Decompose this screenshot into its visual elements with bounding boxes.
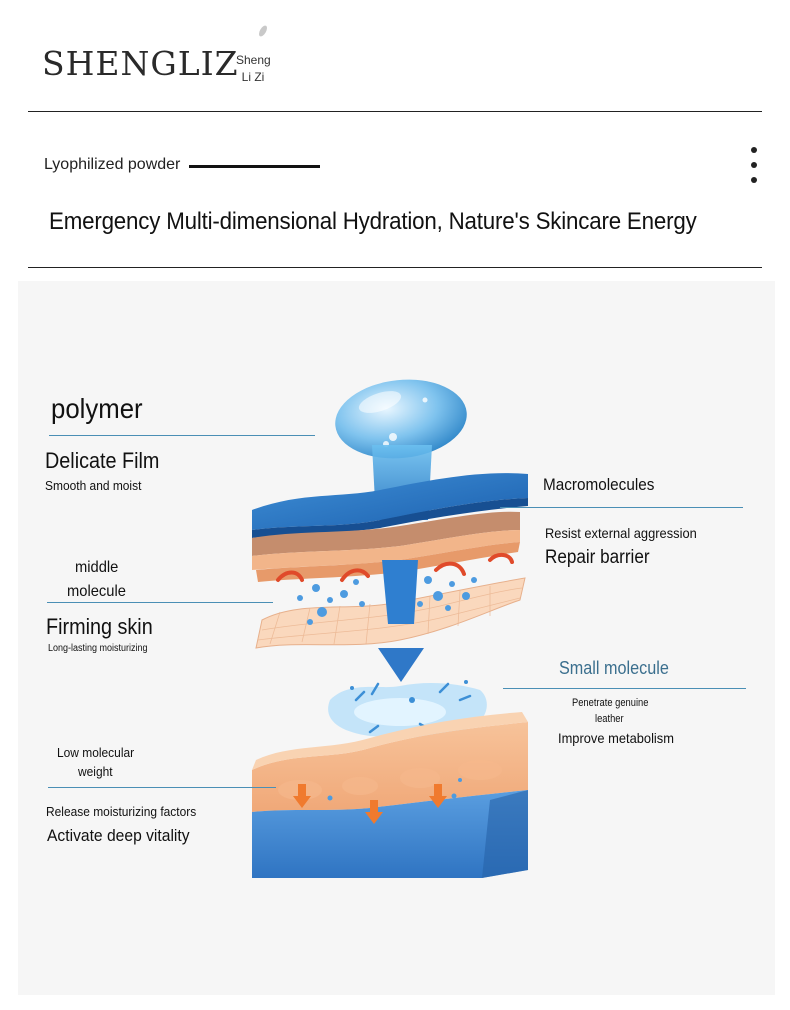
rule-middle-molecule xyxy=(47,602,273,603)
header-divider-top xyxy=(28,111,762,112)
release-arrows xyxy=(293,784,447,824)
logo-leaf-icon xyxy=(259,25,267,37)
label-firming-skin: Firming skin xyxy=(46,614,153,639)
header-divider-bottom xyxy=(28,267,762,268)
label-repair: Repair barrier xyxy=(545,547,650,568)
category-label: Lyophilized powder xyxy=(44,156,181,173)
rule-polymer xyxy=(49,435,315,436)
hydration-beam-middle xyxy=(382,560,418,624)
down-arrow-icon xyxy=(378,648,424,682)
more-menu-icon[interactable] xyxy=(748,144,762,186)
label-low-line2: weight xyxy=(78,764,113,779)
rule-small-molecule xyxy=(503,688,746,689)
logo-sub-line2: Li Zi xyxy=(241,70,265,84)
small-bubbles xyxy=(327,778,462,801)
page-headline: Emergency Multi-dimensional Hydration, N… xyxy=(49,208,697,235)
label-activate: Activate deep vitality xyxy=(47,826,190,845)
label-long-lasting: Long-lasting moisturizing xyxy=(48,643,148,654)
brand-logo-subtitle: Sheng Li Zi xyxy=(236,52,271,86)
label-improve: Improve metabolism xyxy=(558,730,674,746)
category-underline xyxy=(189,165,320,168)
brand-logo: SHENGLIZ xyxy=(42,44,239,83)
circulation-arrows xyxy=(276,553,514,582)
label-small-molecule: Small molecule xyxy=(559,658,669,678)
label-penetrate-line2: leather xyxy=(595,713,624,725)
rule-low-molecular xyxy=(48,787,276,788)
label-release: Release moisturizing factors xyxy=(46,804,197,819)
label-delicate-film: Delicate Film xyxy=(45,448,160,473)
label-polymer: polymer xyxy=(51,393,143,424)
label-middle-line2: molecule xyxy=(67,583,126,600)
rule-macromolecules xyxy=(500,507,743,508)
label-smooth-moist: Smooth and moist xyxy=(45,478,142,493)
top-film-layer xyxy=(252,473,528,538)
label-penetrate-line1: Penetrate genuine xyxy=(572,697,649,709)
molecule-bubbles xyxy=(297,576,477,625)
label-low-line1: Low molecular xyxy=(57,745,135,760)
logo-sub-line1: Sheng xyxy=(236,53,271,67)
label-middle-line1: middle xyxy=(75,559,119,576)
label-macromolecules: Macromolecules xyxy=(543,475,655,494)
dermis-block xyxy=(252,712,528,878)
label-resist: Resist external aggression xyxy=(545,525,697,541)
